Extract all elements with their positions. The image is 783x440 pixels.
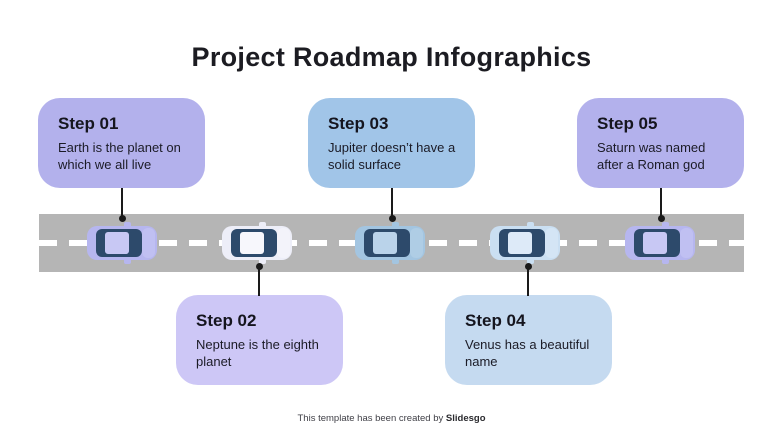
- connector-line: [258, 267, 260, 296]
- car-icon-1: [87, 222, 157, 264]
- step-label: Step 05: [597, 114, 658, 133]
- car-roof: [643, 232, 667, 254]
- connector-dot: [388, 215, 396, 222]
- connector-dot: [524, 263, 532, 270]
- car-icon-5: [625, 222, 695, 264]
- connector-line: [121, 188, 123, 219]
- step-card-03: Step 03 Jupiter doesn’t have a solid sur…: [308, 98, 475, 188]
- connector-line: [660, 188, 662, 219]
- step-label: Step 04: [465, 311, 526, 330]
- step-label: Step 02: [196, 311, 257, 330]
- connector-step-01: [118, 188, 126, 222]
- connector-step-03: [388, 188, 396, 222]
- car-hood: [410, 228, 423, 258]
- car-icon-2: [222, 222, 292, 264]
- car-icon-4: [490, 222, 560, 264]
- footer-credit: This template has been created by Slides…: [0, 413, 783, 424]
- connector-dot: [657, 215, 665, 222]
- car-roof: [240, 232, 264, 254]
- connector-step-05: [657, 188, 665, 222]
- step-label: Step 01: [58, 114, 119, 133]
- connector-line: [391, 188, 393, 219]
- connector-step-02: [255, 263, 263, 296]
- step-card-05: Step 05 Saturn was named after a Roman g…: [577, 98, 744, 188]
- car-roof: [105, 232, 129, 254]
- car-roof: [508, 232, 532, 254]
- connector-step-04: [524, 263, 532, 296]
- car-hood: [277, 228, 290, 258]
- car-hood: [545, 228, 558, 258]
- footer-text: This template has been created by: [297, 413, 446, 424]
- step-card-04: Step 04 Venus has a beautiful name: [445, 295, 612, 385]
- connector-line: [527, 267, 529, 296]
- step-card-01: Step 01 Earth is the planet on which we …: [38, 98, 205, 188]
- step-description: Earth is the planet on which we all live: [58, 140, 181, 173]
- step-label: Step 03: [328, 114, 389, 133]
- step-description: Jupiter doesn’t have a solid surface: [328, 140, 456, 173]
- step-card-02: Step 02 Neptune is the eighth planet: [176, 295, 343, 385]
- connector-dot: [255, 263, 263, 270]
- step-description: Saturn was named after a Roman god: [597, 140, 706, 173]
- connector-dot: [118, 215, 126, 222]
- car-hood: [680, 228, 693, 258]
- car-roof: [373, 232, 397, 254]
- car-icon-3: [355, 222, 425, 264]
- step-description: Venus has a beautiful name: [465, 337, 590, 370]
- car-hood: [142, 228, 155, 258]
- footer-brand: Slidesgo: [445, 413, 486, 424]
- step-description: Neptune is the eighth planet: [196, 337, 319, 370]
- slide-title: Project Roadmap Infographics: [191, 42, 592, 72]
